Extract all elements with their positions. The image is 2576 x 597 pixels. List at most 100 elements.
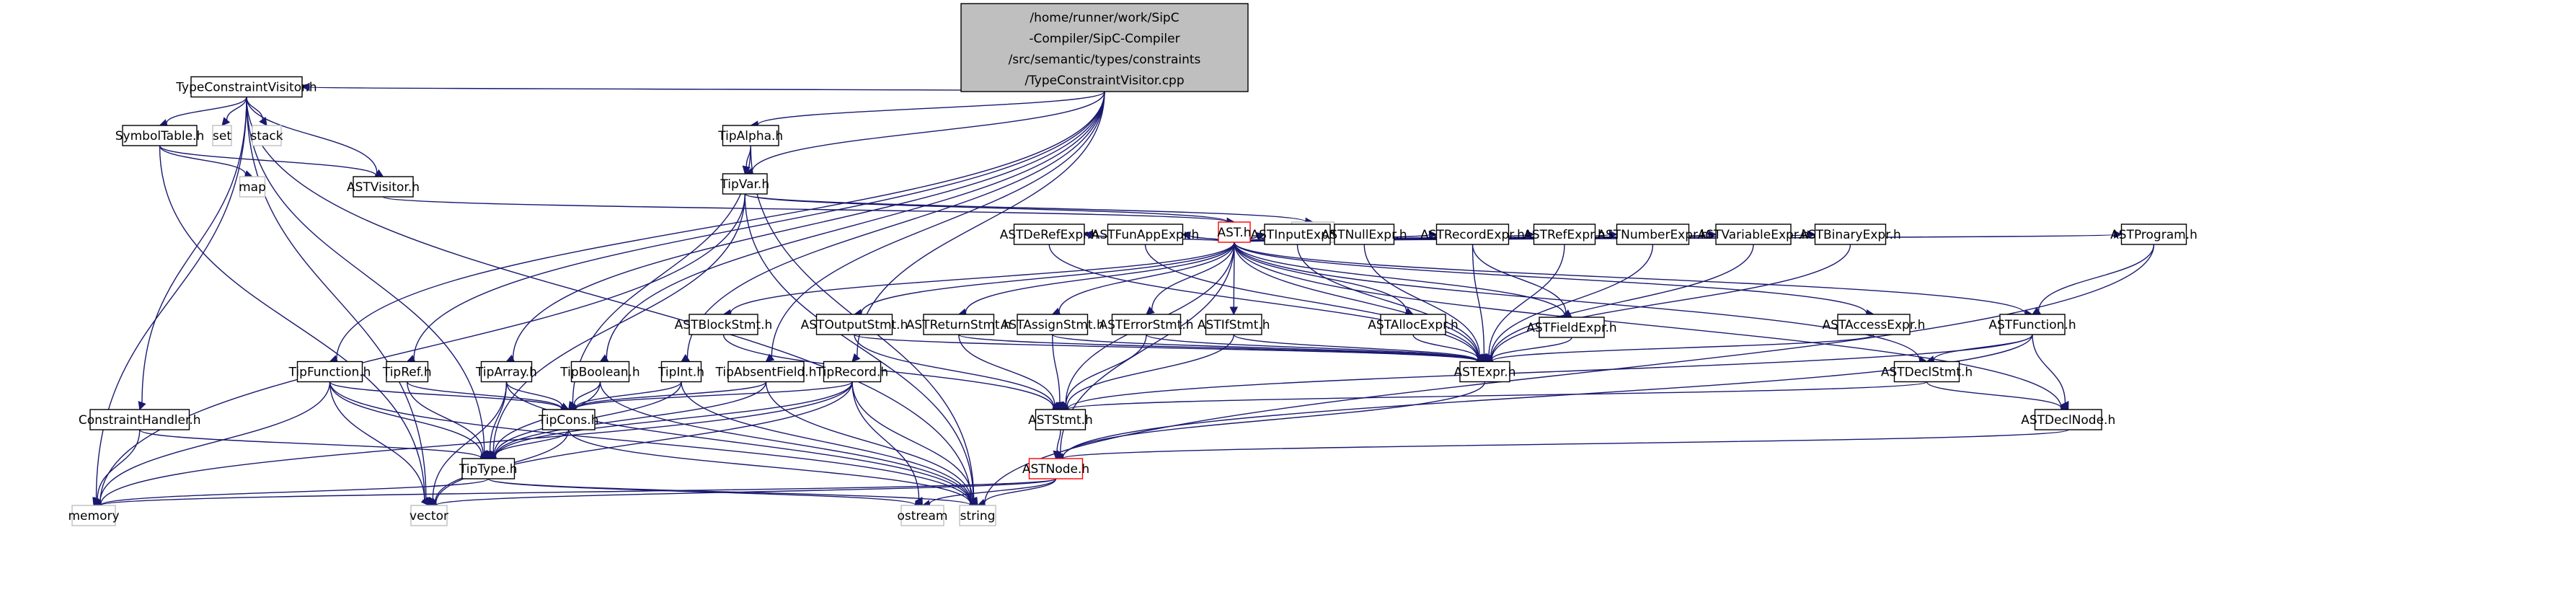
node-tipref[interactable]: TipRef.h xyxy=(382,361,432,383)
node-astoutputstmt[interactable]: ASTOutputStmt.h xyxy=(801,314,908,335)
node-tipcons[interactable]: TipCons.h xyxy=(538,409,598,430)
node-tipfunction[interactable]: TipFunction.h xyxy=(288,361,371,383)
node-astprogram[interactable]: ASTProgram.h xyxy=(2110,224,2197,245)
node-tipvar[interactable]: TipVar.h xyxy=(720,173,769,195)
node-label-astnode: ASTNode.h xyxy=(1022,462,1089,477)
edge-typeconstraintvisitor-to-set xyxy=(221,97,247,126)
node-label-typeconstraintvisitor: TypeConstraintVisitor.h xyxy=(175,81,317,95)
node-label-astexpr: ASTExpr.h xyxy=(1453,366,1515,380)
node-tipboolean[interactable]: TipBoolean.h xyxy=(559,361,640,383)
node-asterrorstmt[interactable]: ASTErrorStmt.h xyxy=(1099,314,1194,335)
graph-edges xyxy=(92,82,2155,510)
node-tipint[interactable]: TipInt.h xyxy=(658,361,704,383)
edge-root-to-tipabsentfield xyxy=(765,91,1105,363)
node-astnullexpr[interactable]: ASTNullExpr.h xyxy=(1322,224,1407,245)
edge-root-to-tipvar xyxy=(744,91,1105,177)
edge-ast-to-astaccessexpr xyxy=(1234,242,1875,318)
node-astreturnstmt[interactable]: ASTReturnStmt.h xyxy=(906,314,1012,335)
node-label-tipalpha: TipAlpha.h xyxy=(717,129,783,143)
edge-astdeclstmt-to-astdeclnode xyxy=(1926,381,2069,412)
edge-aststmt-to-astnode xyxy=(1053,429,1061,460)
node-label-astrefexpr: ASTRefExpr.h xyxy=(1523,228,1606,242)
node-astifstmt[interactable]: ASTIfStmt.h xyxy=(1198,314,1270,335)
node-astallocexpr[interactable]: ASTAllocExpr.h xyxy=(1368,314,1459,335)
node-map[interactable]: map xyxy=(239,176,266,198)
edge-astprogram-to-string xyxy=(976,244,2155,508)
node-label-astfunction: ASTFunction.h xyxy=(1988,318,2076,332)
node-astinputexpr[interactable]: ASTInputExpr.h xyxy=(1250,224,1345,245)
node-astdeclstmt[interactable]: ASTDeclStmt.h xyxy=(1881,361,1973,383)
node-string[interactable]: string xyxy=(959,505,996,526)
node-astvisitor[interactable]: ASTVisitor.h xyxy=(347,176,420,198)
root-label-line-1: /home/runner/work/SipC xyxy=(1030,11,1179,25)
root-file-node[interactable]: /home/runner/work/SipC -Compiler/SipC-Co… xyxy=(960,3,1249,92)
edge-astnullexpr-to-astexpr xyxy=(1363,244,1486,363)
node-tipalpha[interactable]: TipAlpha.h xyxy=(717,125,783,146)
edge-typeconstraintvisitor-to-memory xyxy=(92,97,247,507)
node-vector[interactable]: vector xyxy=(410,505,448,526)
node-astfunction[interactable]: ASTFunction.h xyxy=(1988,314,2076,335)
edge-root-to-tiprecord xyxy=(851,91,1105,363)
edge-astfunction-to-astdeclnode xyxy=(2032,334,2069,411)
node-label-memory: memory xyxy=(68,509,119,523)
node-astfunappexpr[interactable]: ASTFunAppExpr.h xyxy=(1092,224,1200,245)
node-astderefexpr[interactable]: ASTDeRefExpr.h xyxy=(1000,224,1099,245)
node-label-tipabsentfield: TipAbsentField.h xyxy=(715,366,817,380)
node-label-tipcons: TipCons.h xyxy=(538,413,598,428)
node-tipabsentfield[interactable]: TipAbsentField.h xyxy=(715,361,817,383)
edge-root-to-tipalpha xyxy=(750,91,1105,129)
root-label-line-3: /src/semantic/types/constraints xyxy=(1009,53,1201,67)
node-astassignstmt[interactable]: ASTAssignStmt.h xyxy=(1001,314,1105,335)
node-label-astderefexpr: ASTDeRefExpr.h xyxy=(1000,228,1099,242)
node-astexpr[interactable]: ASTExpr.h xyxy=(1453,361,1516,383)
node-label-constrainthandler: ConstraintHandler.h xyxy=(79,413,201,428)
node-astrefexpr[interactable]: ASTRefExpr.h xyxy=(1523,224,1606,245)
node-astnumberexpr[interactable]: ASTNumberExpr.h xyxy=(1597,224,1709,245)
node-label-astnullexpr: ASTNullExpr.h xyxy=(1322,228,1407,242)
node-set[interactable]: set xyxy=(212,125,232,146)
node-label-astblockstmt: ASTBlockStmt.h xyxy=(675,318,773,332)
edge-astdeclstmt-to-aststmt xyxy=(1059,381,1928,414)
node-label-astassignstmt: ASTAssignStmt.h xyxy=(1001,318,1105,332)
node-label-astdeclstmt: ASTDeclStmt.h xyxy=(1881,366,1973,380)
node-astbinaryexpr[interactable]: ASTBinaryExpr.h xyxy=(1800,224,1901,245)
node-astdeclnode[interactable]: ASTDeclNode.h xyxy=(2021,409,2115,430)
node-typeconstraintvisitor[interactable]: TypeConstraintVisitor.h xyxy=(175,76,317,98)
node-tiprecord[interactable]: TipRecord.h xyxy=(815,361,888,383)
node-label-astvariableexpr: ASTVariableExpr.h xyxy=(1698,228,1810,242)
node-stack[interactable]: stack xyxy=(250,125,283,146)
root-label-line-4: /TypeConstraintVisitor.cpp xyxy=(1024,74,1184,88)
node-tiparray[interactable]: TipArray.h xyxy=(475,361,537,383)
node-aststmt[interactable]: ASTStmt.h xyxy=(1028,409,1093,430)
node-label-astinputexpr: ASTInputExpr.h xyxy=(1250,228,1344,242)
edge-astdeclnode-to-astnode xyxy=(1055,429,2069,463)
edge-tiptype-to-string xyxy=(487,478,979,510)
edge-tiptype-to-ostream xyxy=(487,478,924,510)
node-label-tipfunction: TipFunction.h xyxy=(288,366,371,380)
node-astrecordexpr[interactable]: ASTRecordExpr.h xyxy=(1420,224,1525,245)
edge-ast-to-astexpr xyxy=(1234,242,1486,363)
node-astnode[interactable]: ASTNode.h xyxy=(1022,458,1089,479)
root-label-line-2: -Compiler/SipC-Compiler xyxy=(1029,32,1179,46)
edge-ast-to-astdeclnode xyxy=(1234,242,2069,412)
node-symboltable[interactable]: SymbolTable.h xyxy=(115,125,204,146)
node-astfieldexpr[interactable]: ASTFieldExpr.h xyxy=(1526,317,1617,338)
edge-tiprecord-to-memory xyxy=(92,381,853,509)
node-label-astvisitor: ASTVisitor.h xyxy=(347,180,420,195)
node-memory[interactable]: memory xyxy=(68,505,120,526)
node-astvariableexpr[interactable]: ASTVariableExpr.h xyxy=(1698,224,1810,245)
node-label-tipvar: TipVar.h xyxy=(720,177,769,192)
node-ostream[interactable]: ostream xyxy=(898,505,948,526)
node-astaccessexpr[interactable]: ASTAccessExpr.h xyxy=(1823,314,1926,335)
edge-typeconstraintvisitor-to-constrainthandler xyxy=(138,97,247,411)
node-label-astoutputstmt: ASTOutputStmt.h xyxy=(801,318,908,332)
node-constrainthandler[interactable]: ConstraintHandler.h xyxy=(79,409,201,430)
node-label-astfunappexpr: ASTFunAppExpr.h xyxy=(1092,228,1200,242)
edge-astfieldexpr-to-astexpr xyxy=(1484,337,1572,364)
edge-tipvar-to-string xyxy=(744,193,978,506)
node-astblockstmt[interactable]: ASTBlockStmt.h xyxy=(675,314,773,335)
node-tiptype[interactable]: TipType.h xyxy=(459,458,518,479)
graph-nodes: /home/runner/work/SipC -Compiler/SipC-Co… xyxy=(68,3,2197,526)
edge-astallocexpr-to-astexpr xyxy=(1412,334,1486,363)
node-ast[interactable]: AST.h xyxy=(1218,221,1252,243)
